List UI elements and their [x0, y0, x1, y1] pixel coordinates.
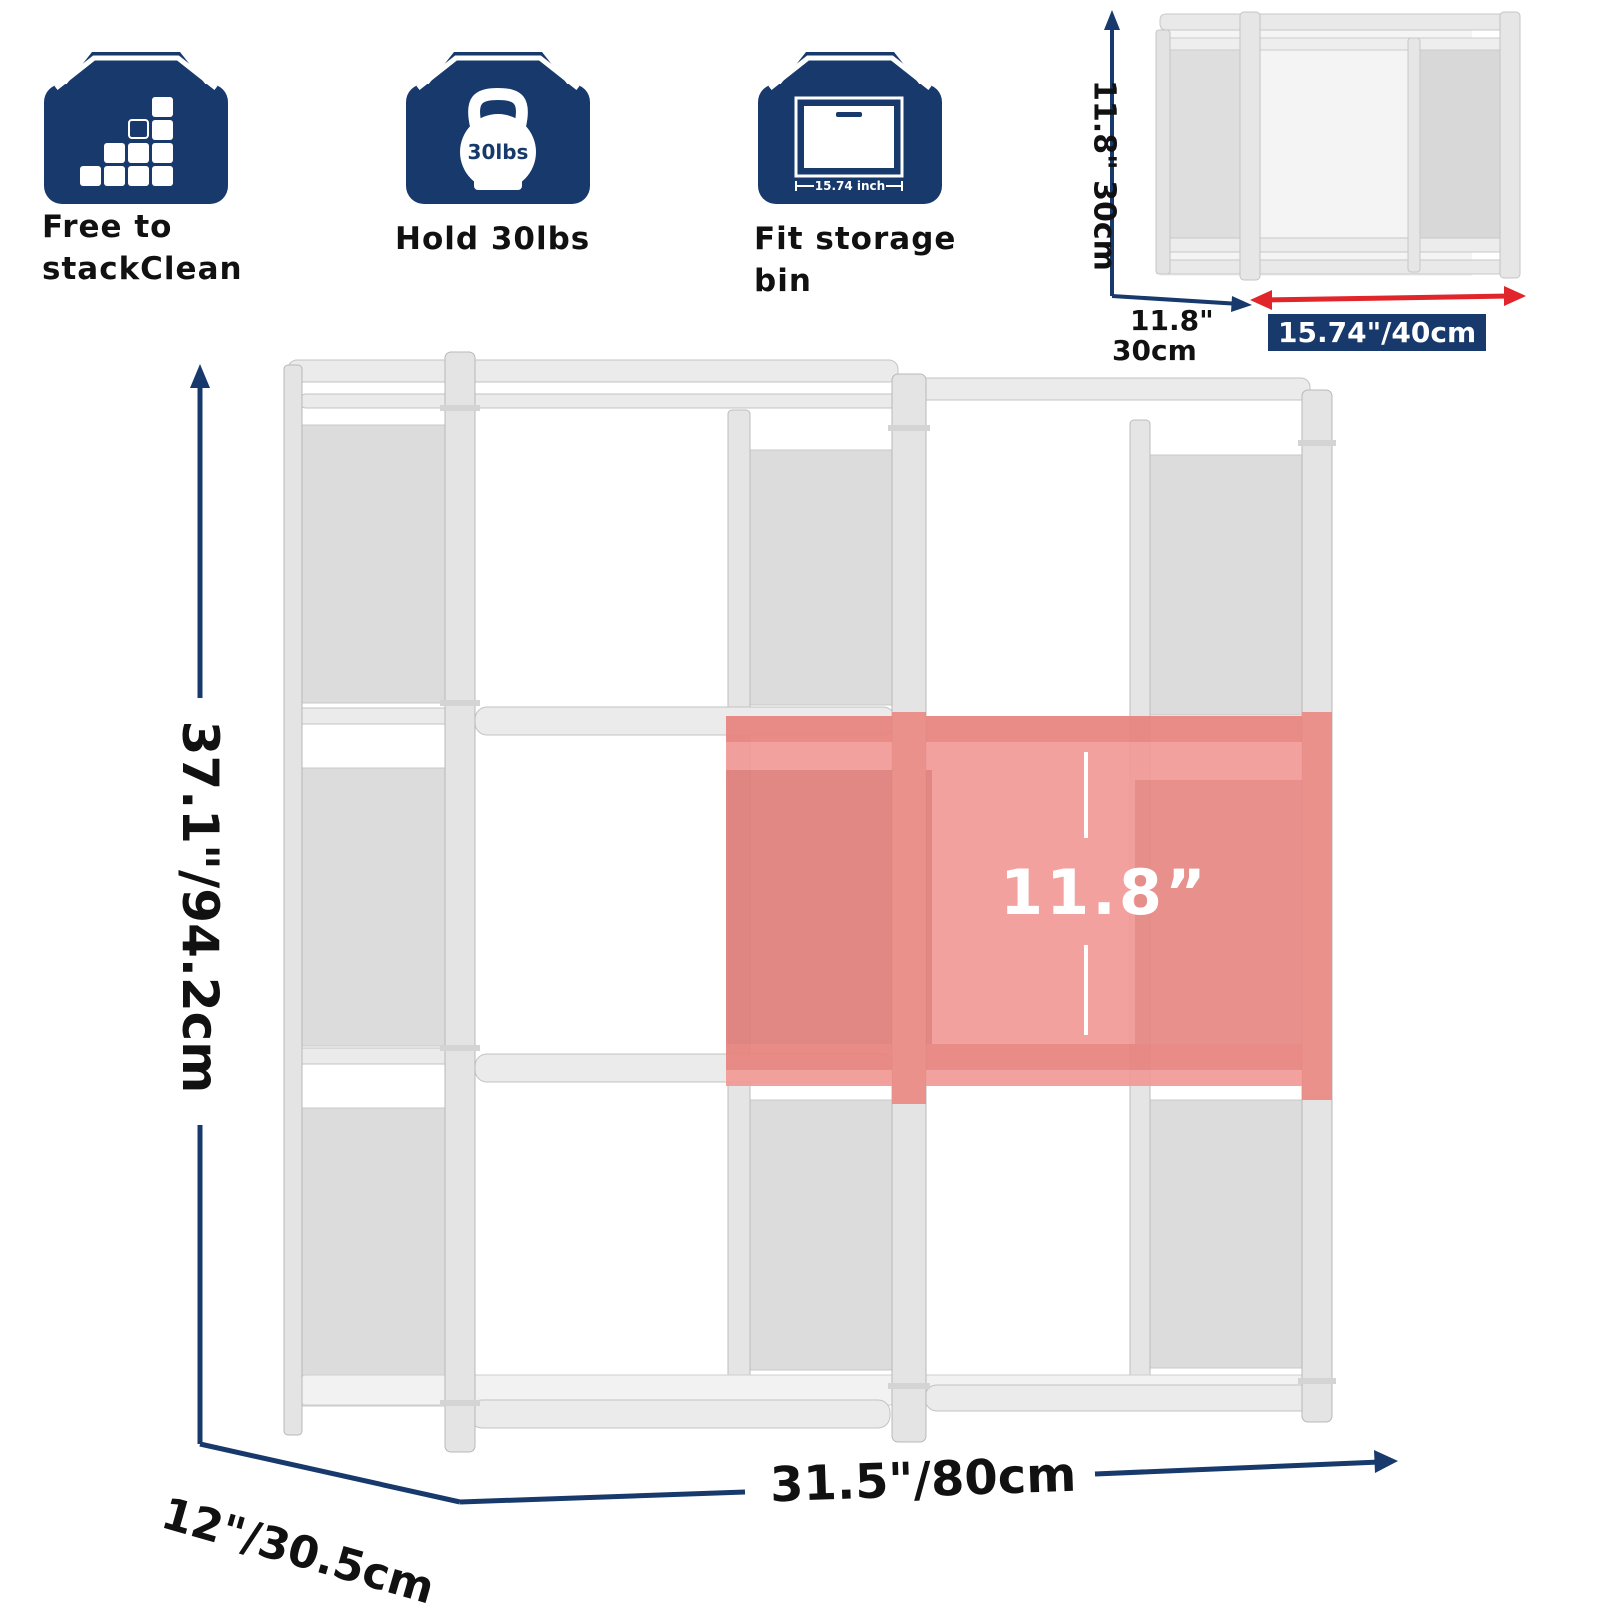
- feature-label-stack: Free to stackClean: [42, 209, 243, 287]
- side-panels: [289, 424, 1308, 1407]
- main-height-label: 37.1"/94.2cm: [171, 720, 229, 1094]
- storage-bin-icon: [758, 52, 942, 204]
- highlighted-cube-height-label: 11.8”: [1000, 856, 1209, 929]
- highlighted-cube: [726, 712, 1332, 1104]
- dimension-arrows: [190, 364, 1398, 1505]
- feature-label-bin: Fit storage bin: [754, 221, 957, 299]
- stacking-cubes-icon: [44, 52, 228, 204]
- kettlebell-icon: [406, 52, 590, 204]
- single-cube-depth-label-2: 30cm: [1112, 334, 1197, 367]
- kettlebell-text: 30lbs: [467, 140, 529, 164]
- feature-label-weight: Hold 30lbs: [395, 221, 591, 257]
- storage-bin-text: 15.74 inch: [814, 179, 886, 193]
- single-cube-depth-label-1: 11.8": [1130, 304, 1214, 337]
- main-width-label: 31.5"/80cm: [769, 1446, 1078, 1514]
- single-cube-illustration: [1104, 10, 1526, 312]
- single-cube-width-badge: 15.74"/40cm: [1268, 314, 1487, 351]
